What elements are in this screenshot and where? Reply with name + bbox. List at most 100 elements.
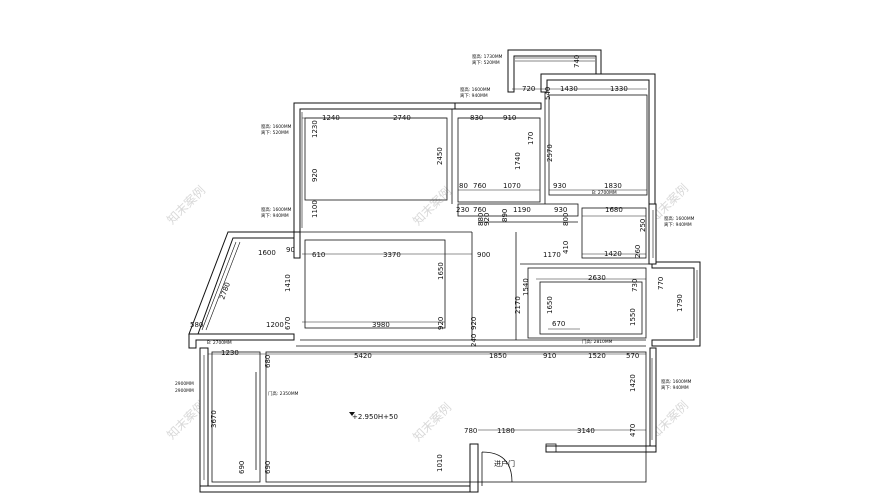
- dim-label: 890: [501, 209, 509, 222]
- dim-label: 910: [543, 352, 556, 360]
- dim-label: 170: [527, 132, 535, 145]
- dim-label: 1430: [560, 85, 578, 93]
- entrance-label: 进户门: [494, 459, 515, 468]
- window-note: 窗高: 1730MM: [472, 53, 503, 60]
- watermark: 知末案例: [410, 400, 455, 445]
- dim-label: 720: [522, 85, 535, 93]
- door-note: 门高: 2350MM: [268, 390, 299, 397]
- dim-label: 1420: [604, 250, 622, 258]
- dimension-lines: [208, 88, 647, 431]
- dim-label: 410: [562, 241, 570, 254]
- dim-label: 730: [631, 279, 639, 292]
- dim-label: 2170: [514, 296, 522, 314]
- elevation-label: +2.950H+50: [352, 413, 398, 421]
- window-note: 离下: 940MM: [261, 212, 289, 219]
- dim-label: 570: [626, 352, 639, 360]
- dim-label: 740: [573, 55, 581, 68]
- dim-label: 1740: [514, 152, 522, 170]
- dim-label: 920: [483, 213, 491, 226]
- dim-label: 910: [503, 114, 516, 122]
- dim-label: 2570: [546, 144, 554, 162]
- dim-label: 1550: [629, 308, 637, 326]
- dim-label: 1650: [546, 296, 554, 314]
- dim-label: 90: [286, 246, 295, 254]
- dim-label: 1790: [676, 294, 684, 312]
- dim-label: 1240: [322, 114, 340, 122]
- window-note: 2900MM: [175, 381, 194, 387]
- door-notes: 门高: 2350MM 门高: 2810MM: [268, 338, 613, 397]
- dim-label: 770: [657, 277, 665, 290]
- dim-label: 610: [312, 251, 325, 259]
- dim-label: 230: [456, 206, 469, 214]
- dim-label: 2630: [588, 274, 606, 282]
- interior-walls: [211, 92, 650, 483]
- dim-label: 470: [629, 424, 637, 437]
- window-note: 离下: 940MM: [460, 92, 488, 99]
- dim-label: 930: [553, 182, 566, 190]
- dim-label: 690: [264, 461, 272, 474]
- dim-label: 3670: [210, 410, 218, 428]
- dim-label: 1650: [437, 262, 445, 280]
- dim-label: 5420: [354, 352, 372, 360]
- window-note: 窗高: 1600MM: [664, 215, 695, 222]
- dim-label: 2780: [218, 281, 232, 300]
- dim-label: 240: [470, 334, 478, 347]
- dim-label: 1180: [497, 427, 515, 435]
- dim-label: 260: [634, 245, 642, 258]
- elevation-marker: +2.950H+50: [349, 412, 398, 421]
- dim-label: 760: [473, 182, 486, 190]
- dim-label: 1680: [605, 206, 623, 214]
- door-note: 门高: 2810MM: [582, 338, 613, 345]
- window-note: 离下: 520MM: [261, 129, 289, 136]
- dim-label: 1600: [258, 249, 276, 257]
- dim-label: 1330: [610, 85, 628, 93]
- dim-label: 3140: [577, 427, 595, 435]
- dim-label: 2450: [436, 147, 444, 165]
- watermark: 知末案例: [164, 183, 209, 228]
- dim-label: 1200: [266, 321, 284, 329]
- dim-label: 780: [464, 427, 477, 435]
- dim-label: 1230: [221, 349, 239, 357]
- dim-label: 920: [470, 317, 478, 330]
- dim-label: 680: [264, 355, 272, 368]
- dim-label: 250: [639, 219, 647, 232]
- dim-label: 1540: [522, 278, 530, 296]
- dim-label: 920: [311, 169, 319, 182]
- dim-label: 1830: [604, 182, 622, 190]
- dim-label: 760: [473, 206, 486, 214]
- dim-label: 2740: [393, 114, 411, 122]
- dim-label: 1100: [311, 200, 319, 218]
- dim-label: 670: [284, 317, 292, 330]
- windows: [201, 57, 698, 480]
- dim-label: 580: [190, 321, 203, 329]
- dim-label: 930: [554, 206, 567, 214]
- window-note: 窗高: 1600MM: [261, 206, 292, 213]
- dim-label: 830: [470, 114, 483, 122]
- dim-label: 1230: [311, 120, 319, 138]
- elevation-arrow-icon: [349, 412, 355, 416]
- dim-label: 920: [437, 317, 445, 330]
- dim-label: 1190: [513, 206, 531, 214]
- dim-label: 1410: [284, 274, 292, 292]
- dim-label: 800: [562, 213, 570, 226]
- window-note: 离下: 520MM: [472, 59, 500, 66]
- dim-label: 1070: [503, 182, 521, 190]
- doors: [255, 372, 557, 486]
- dimension-labels: 740 720 1430 1330 540 1240 2740 830 910 …: [190, 55, 684, 474]
- window-note: B: 2700MM: [592, 190, 617, 196]
- dim-label: 900: [477, 251, 490, 259]
- watermarks: 知末案例 知末案例 知末案例 知末案例 知末案例 知末案例: [164, 181, 692, 445]
- dim-label: 1170: [543, 251, 561, 259]
- dim-label: 540: [544, 87, 552, 100]
- dim-label: 3980: [372, 321, 390, 329]
- dim-label: 3370: [383, 251, 401, 259]
- dim-label: 80: [459, 182, 468, 190]
- window-note: 离下: 940MM: [664, 221, 692, 228]
- window-note: 窗高: 1600MM: [661, 378, 692, 385]
- dim-label: 670: [552, 320, 565, 328]
- dim-label: 880: [477, 213, 485, 226]
- window-note: 窗高: 1600MM: [261, 123, 292, 130]
- dim-label: 1010: [436, 454, 444, 472]
- window-notes: 窗高: 1730MM 离下: 520MM 窗高: 1600MM 离下: 940M…: [175, 53, 695, 394]
